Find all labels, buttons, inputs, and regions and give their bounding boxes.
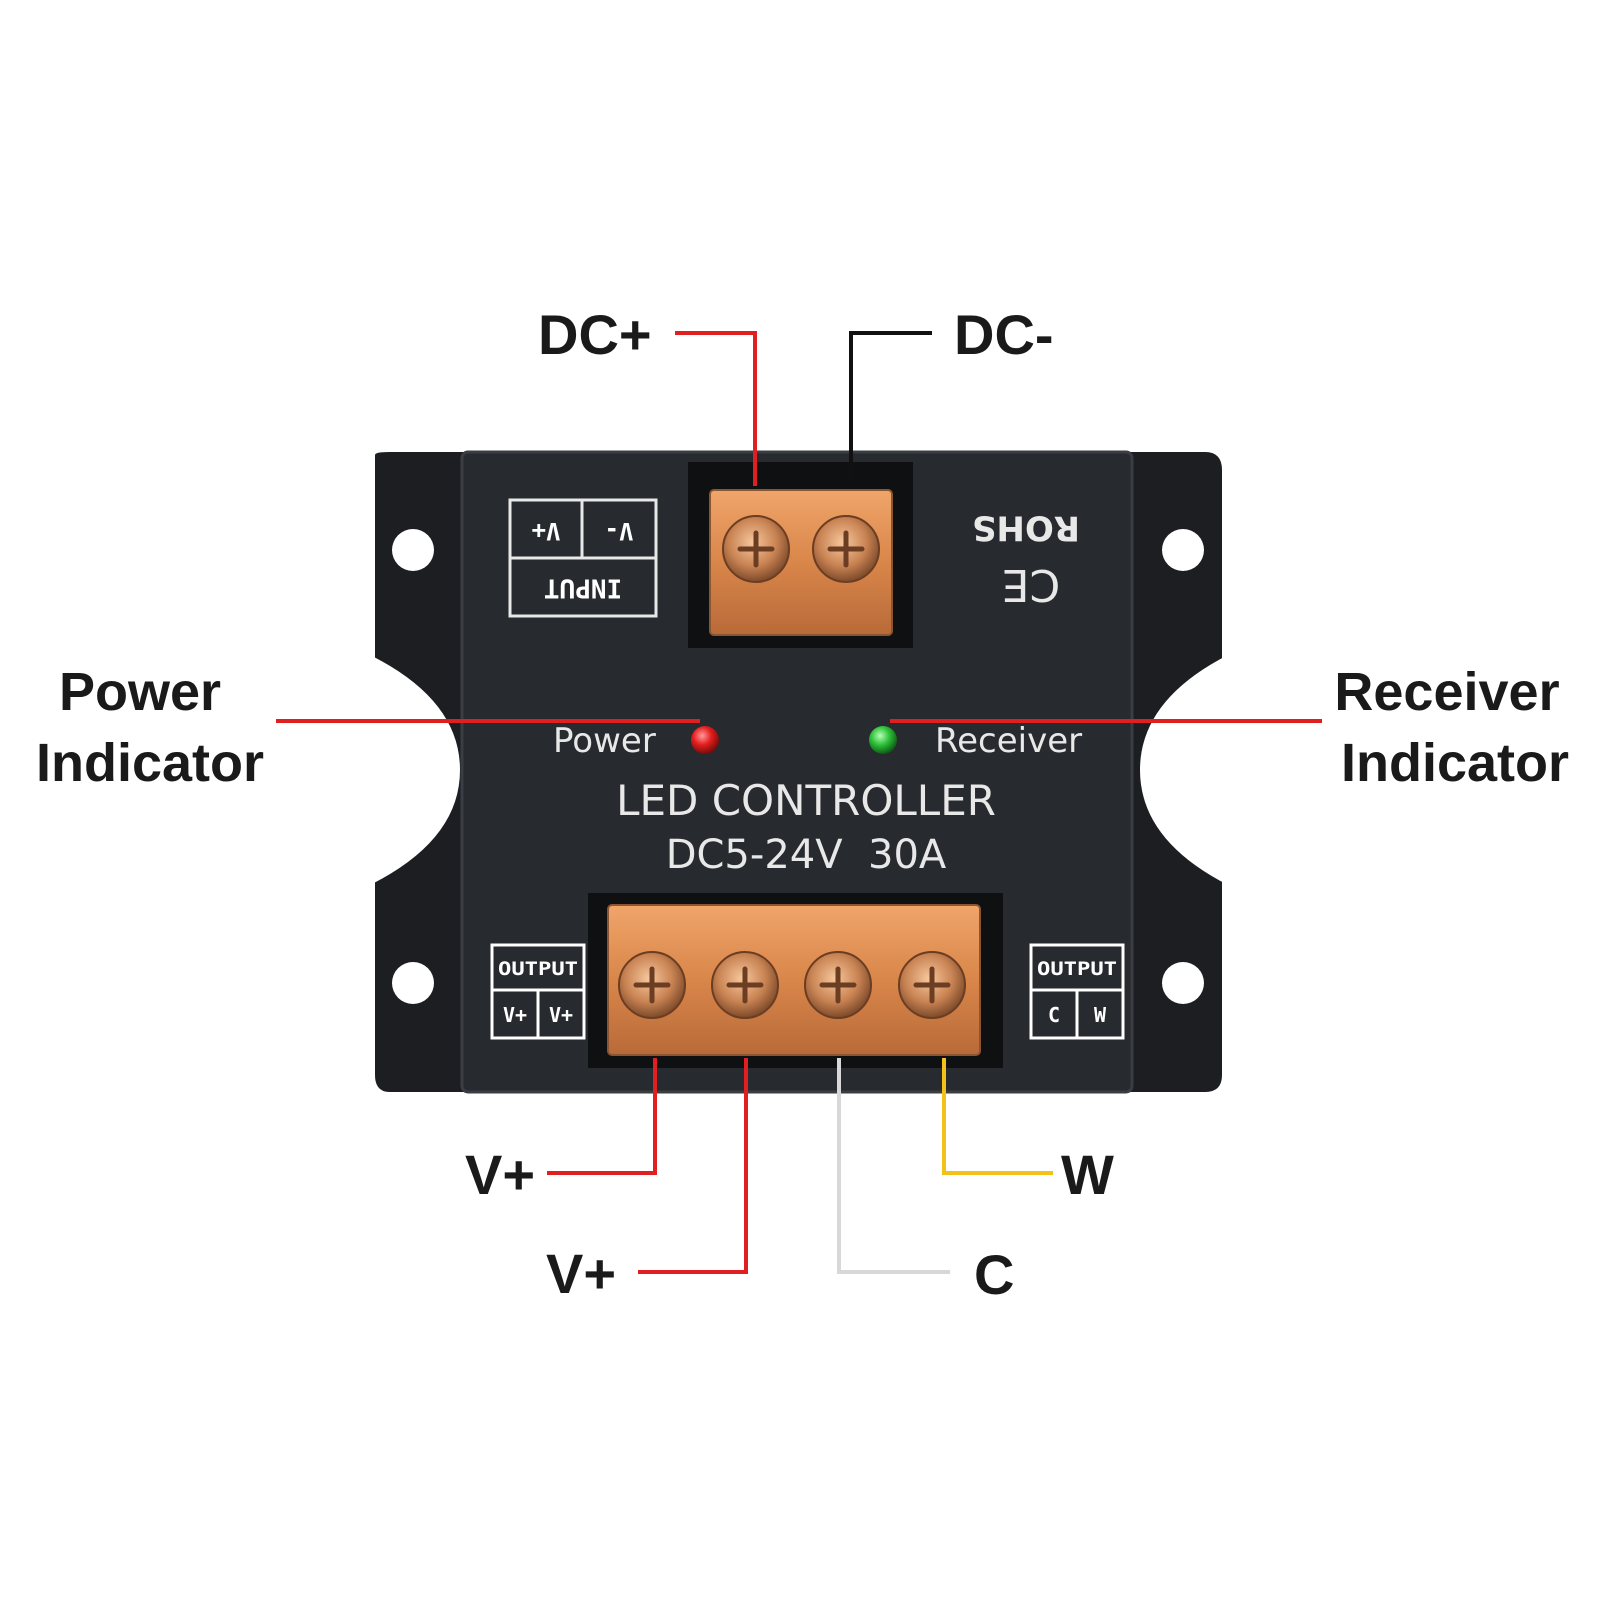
model-name: LED CONTROLLER: [616, 776, 996, 825]
output-screw-v-plus-1: [618, 951, 686, 1019]
callout-power-indicator-line1: Power: [59, 662, 221, 722]
input-label-v-minus: V-: [605, 517, 634, 545]
input-label-title: INPUT: [544, 573, 622, 603]
wire-dc-plus: [675, 331, 757, 486]
output-left-t1: V+: [503, 1003, 527, 1027]
callout-out-v-plus-1: V+: [465, 1143, 535, 1206]
output-right-t2: W: [1094, 1003, 1107, 1027]
callout-power-indicator-line2: Indicator: [36, 733, 264, 793]
input-label-v-plus: V+: [532, 517, 561, 545]
receiver-led-label: Receiver: [935, 721, 1082, 761]
mount-hole: [392, 529, 434, 571]
output-label-box-right: OUTPUT C W: [1029, 943, 1125, 1040]
wire-out-c: [837, 1058, 950, 1274]
model-rating: DC5-24V 30A: [666, 832, 947, 878]
output-screw-c: [804, 951, 872, 1019]
mount-hole: [1162, 962, 1204, 1004]
output-screw-w: [898, 951, 966, 1019]
wire-out-v-plus-2: [638, 1058, 748, 1274]
callout-out-c: C: [974, 1243, 1014, 1306]
power-led: [691, 726, 719, 754]
callout-receiver-indicator-line2: Indicator: [1341, 733, 1569, 793]
output-left-title: OUTPUT: [498, 958, 578, 980]
ce-mark: CE: [1002, 559, 1061, 610]
callout-dc-plus: DC+: [538, 303, 652, 366]
mount-hole: [392, 962, 434, 1004]
wire-out-v-plus-1: [547, 1058, 657, 1175]
receiver-led: [869, 726, 897, 754]
callout-out-v-plus-2: V+: [546, 1242, 616, 1305]
output-screw-v-plus-2: [711, 951, 779, 1019]
output-left-t2: V+: [549, 1003, 573, 1027]
callout-dc-minus: DC-: [954, 303, 1054, 366]
callout-out-w: W: [1061, 1143, 1114, 1206]
input-label-box: V+ V- INPUT: [508, 498, 658, 618]
output-terminal-cover: [607, 904, 981, 1056]
flange-notch-left: [370, 655, 460, 885]
rohs-mark: ROHS: [972, 508, 1080, 548]
wire-dc-minus: [849, 331, 932, 480]
callout-receiver-indicator-line1: Receiver: [1334, 662, 1559, 722]
flange-notch-right: [1140, 655, 1228, 885]
output-right-title: OUTPUT: [1037, 958, 1117, 980]
housing-edge: [460, 450, 1134, 1094]
output-label-box-left: OUTPUT V+ V+: [490, 943, 586, 1040]
power-led-label: Power: [553, 721, 656, 761]
output-right-t1: C: [1048, 1003, 1060, 1027]
mount-hole: [1162, 529, 1204, 571]
wire-out-w: [942, 1058, 1053, 1175]
